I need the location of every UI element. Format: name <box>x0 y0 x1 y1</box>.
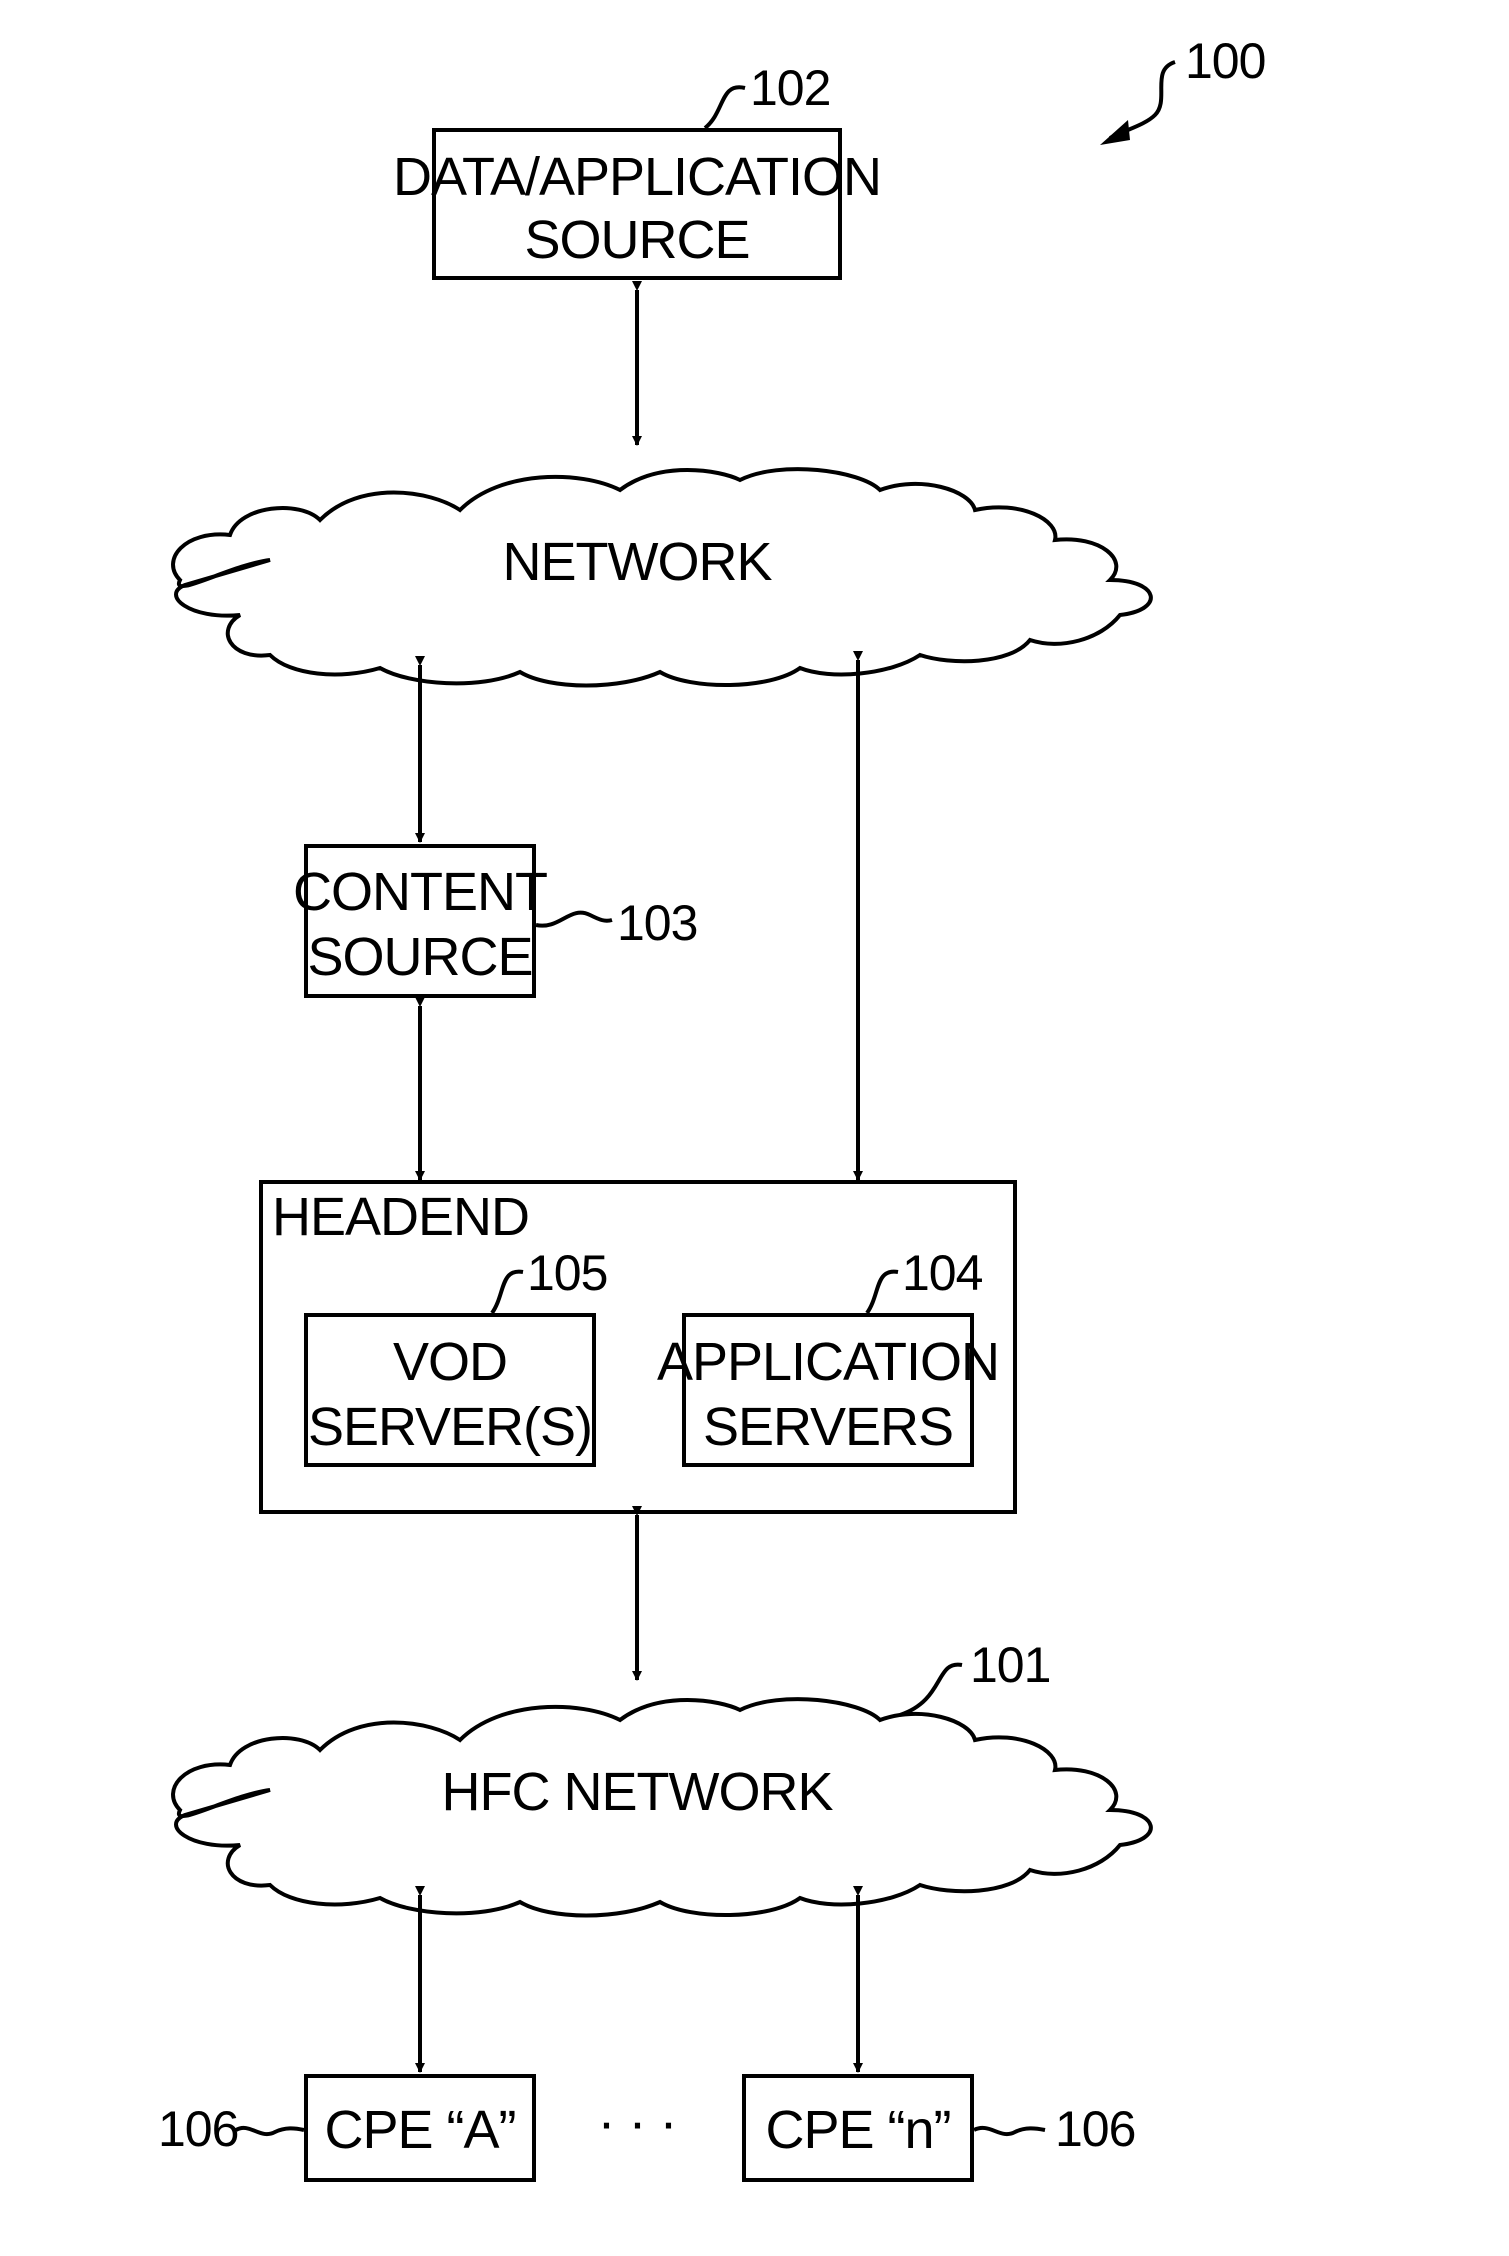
network-cloud-node: NETWORK <box>173 469 1151 685</box>
content-source-node: CONTENT SOURCE 103 <box>293 846 697 996</box>
hfc-network-ref: 101 <box>970 1637 1050 1693</box>
data-source-ref-leader <box>705 87 745 128</box>
network-label: NETWORK <box>503 532 773 592</box>
headend-label: HEADEND <box>272 1187 529 1247</box>
content-source-label-line2: SOURCE <box>307 927 532 987</box>
cpe-n-ref-leader <box>974 2128 1045 2134</box>
vod-ref: 105 <box>527 1245 607 1301</box>
cpe-n-label: CPE “n” <box>765 2100 950 2160</box>
cpe-a-label: CPE “A” <box>324 2100 515 2160</box>
cpe-a-node: CPE “A” 106 <box>158 2076 534 2180</box>
data-source-label-line2: SOURCE <box>524 210 749 270</box>
cpe-a-ref-leader <box>236 2128 304 2134</box>
figure-ref-label: 100 <box>1185 33 1265 89</box>
content-source-label-line1: CONTENT <box>293 862 547 922</box>
content-source-ref: 103 <box>617 895 697 951</box>
vod-label-line1: VOD <box>393 1332 507 1392</box>
cpe-n-ref: 106 <box>1055 2101 1135 2157</box>
app-servers-label-line1: APPLICATION <box>657 1332 999 1392</box>
app-servers-ref: 104 <box>902 1245 983 1301</box>
cpe-ellipsis: · · · <box>598 2092 677 2152</box>
app-servers-label-line2: SERVERS <box>703 1397 953 1457</box>
data-source-ref: 102 <box>750 60 830 116</box>
vod-label-line2: SERVER(S) <box>308 1397 592 1457</box>
data-application-source-node: DATA/APPLICATION SOURCE 102 <box>393 60 881 278</box>
headend-node: HEADEND VOD SERVER(S) 105 APPLICATION SE… <box>261 1182 1015 1512</box>
figure-ref-100: 100 <box>1100 33 1265 145</box>
hfc-network-cloud-node: HFC NETWORK 101 <box>173 1637 1151 1916</box>
hfc-network-ref-leader <box>900 1665 962 1715</box>
cpe-a-ref: 106 <box>158 2101 238 2157</box>
figure-ref-arrowhead <box>1100 120 1130 145</box>
hfc-network-label: HFC NETWORK <box>442 1762 834 1822</box>
content-source-ref-leader <box>536 913 612 926</box>
figure-ref-leader <box>1110 62 1175 138</box>
data-source-label-line1: DATA/APPLICATION <box>393 147 881 207</box>
cpe-n-node: CPE “n” 106 <box>744 2076 1135 2180</box>
